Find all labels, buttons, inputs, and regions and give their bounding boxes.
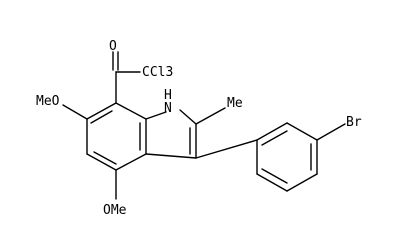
ring-bond-c7-c6-inner <box>90 110 113 124</box>
methoxy-lower-label: OMe <box>103 203 127 218</box>
aryl-link-bond <box>195 139 258 159</box>
ring-bond-c5-c4 <box>86 153 117 171</box>
methyl-label: Me <box>227 96 243 111</box>
phenyl-bond-1 <box>256 122 288 141</box>
ring-bond-c7-c6 <box>86 102 117 120</box>
bond-set <box>62 51 346 200</box>
ring-bond-c7a-c7 <box>115 102 147 120</box>
atom-labels: O CCl3 H N Me Br MeO OMe <box>36 39 362 218</box>
phenyl-bond-5-inner <box>261 168 288 184</box>
phenyl-bond-5 <box>256 173 288 192</box>
methoxy-upper-bond <box>62 104 88 120</box>
bromo-bond <box>316 123 346 141</box>
ring-bond-c7a-n1 <box>145 111 167 120</box>
indole-h-label: H <box>164 88 172 103</box>
ring-bond-c5-c4-inner <box>93 151 117 165</box>
ring-bond-c4-c3a <box>115 153 147 171</box>
indole-nh-label: H N <box>164 88 180 116</box>
indole-n-label: N <box>164 101 172 116</box>
methyl-bond <box>195 107 226 125</box>
bromo-label: Br <box>346 115 362 130</box>
trichloromethyl-label: CCl3 <box>142 65 173 80</box>
ring-bond-n1-c2 <box>179 109 197 125</box>
phenyl-bond-4 <box>286 173 318 192</box>
phenyl-bond-2 <box>286 122 318 141</box>
phenyl-bond-1-inner <box>261 130 288 146</box>
oxygen-label: O <box>109 39 117 54</box>
ring-bond-c3-c3a <box>145 153 197 159</box>
methoxy-upper-label: MeO <box>36 94 60 109</box>
